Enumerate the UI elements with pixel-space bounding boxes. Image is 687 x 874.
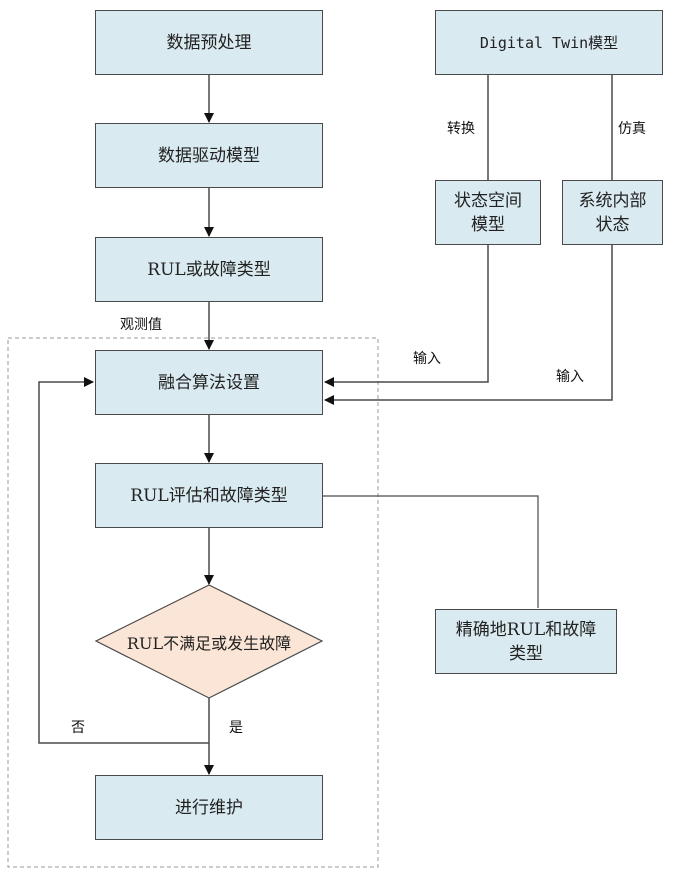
node-data-driven-model: 数据驱动模型	[95, 123, 323, 188]
edge-label-simulate: 仿真	[618, 121, 646, 137]
node-rul-eval: RUL评估和故障类型	[95, 463, 323, 528]
node-fusion-setup: 融合算法设置	[95, 350, 323, 415]
fusion-group-boundary	[7, 337, 379, 868]
edge-label-input-2: 输入	[556, 369, 584, 385]
arrow-state-space-input	[324, 244, 489, 387]
node-state-space-model-line1: 状态空间	[454, 190, 522, 211]
node-precise-result-line1: 精确地RUL和故障	[455, 619, 597, 640]
node-rul-eval-label: RUL评估和故障类型	[130, 485, 288, 506]
arrow-no-loop	[38, 377, 209, 744]
decision-diamond	[94, 584, 324, 699]
node-state-space-model: 状态空间 模型	[435, 180, 541, 245]
node-maintenance-label: 进行维护	[175, 797, 243, 818]
node-rul-or-fault: RUL或故障类型	[95, 237, 323, 302]
node-maintenance: 进行维护	[95, 775, 323, 840]
node-data-driven-model-label: 数据驱动模型	[158, 145, 260, 166]
node-digital-twin-label: Digital Twin模型	[479, 33, 619, 52]
decision-label: RUL不满足或发生故障	[96, 585, 322, 698]
arrow-internal-state-input	[324, 244, 613, 405]
decision-text: RUL不满足或发生故障	[126, 633, 292, 653]
node-state-space-model-line2: 模型	[471, 214, 505, 235]
node-system-internal-state-line1: 系统内部	[578, 190, 647, 211]
node-precise-result: 精确地RUL和故障 类型	[435, 609, 617, 674]
edge-label-no: 否	[71, 720, 85, 736]
edge-label-observation: 观测值	[120, 317, 162, 333]
edge-label-convert: 转换	[447, 121, 475, 137]
node-preprocess: 数据预处理	[95, 10, 323, 75]
node-rul-or-fault-label: RUL或故障类型	[147, 259, 271, 280]
node-preprocess-label: 数据预处理	[166, 32, 252, 53]
node-system-internal-state-line2: 状态	[595, 214, 630, 235]
node-precise-result-line2: 类型	[509, 643, 543, 664]
node-digital-twin: Digital Twin模型	[435, 10, 663, 75]
line-eval-to-precise	[322, 495, 539, 608]
node-system-internal-state: 系统内部 状态	[562, 180, 663, 245]
node-fusion-setup-label: 融合算法设置	[158, 372, 260, 393]
edge-label-input-1: 输入	[413, 351, 441, 367]
edge-label-yes: 是	[229, 720, 243, 736]
